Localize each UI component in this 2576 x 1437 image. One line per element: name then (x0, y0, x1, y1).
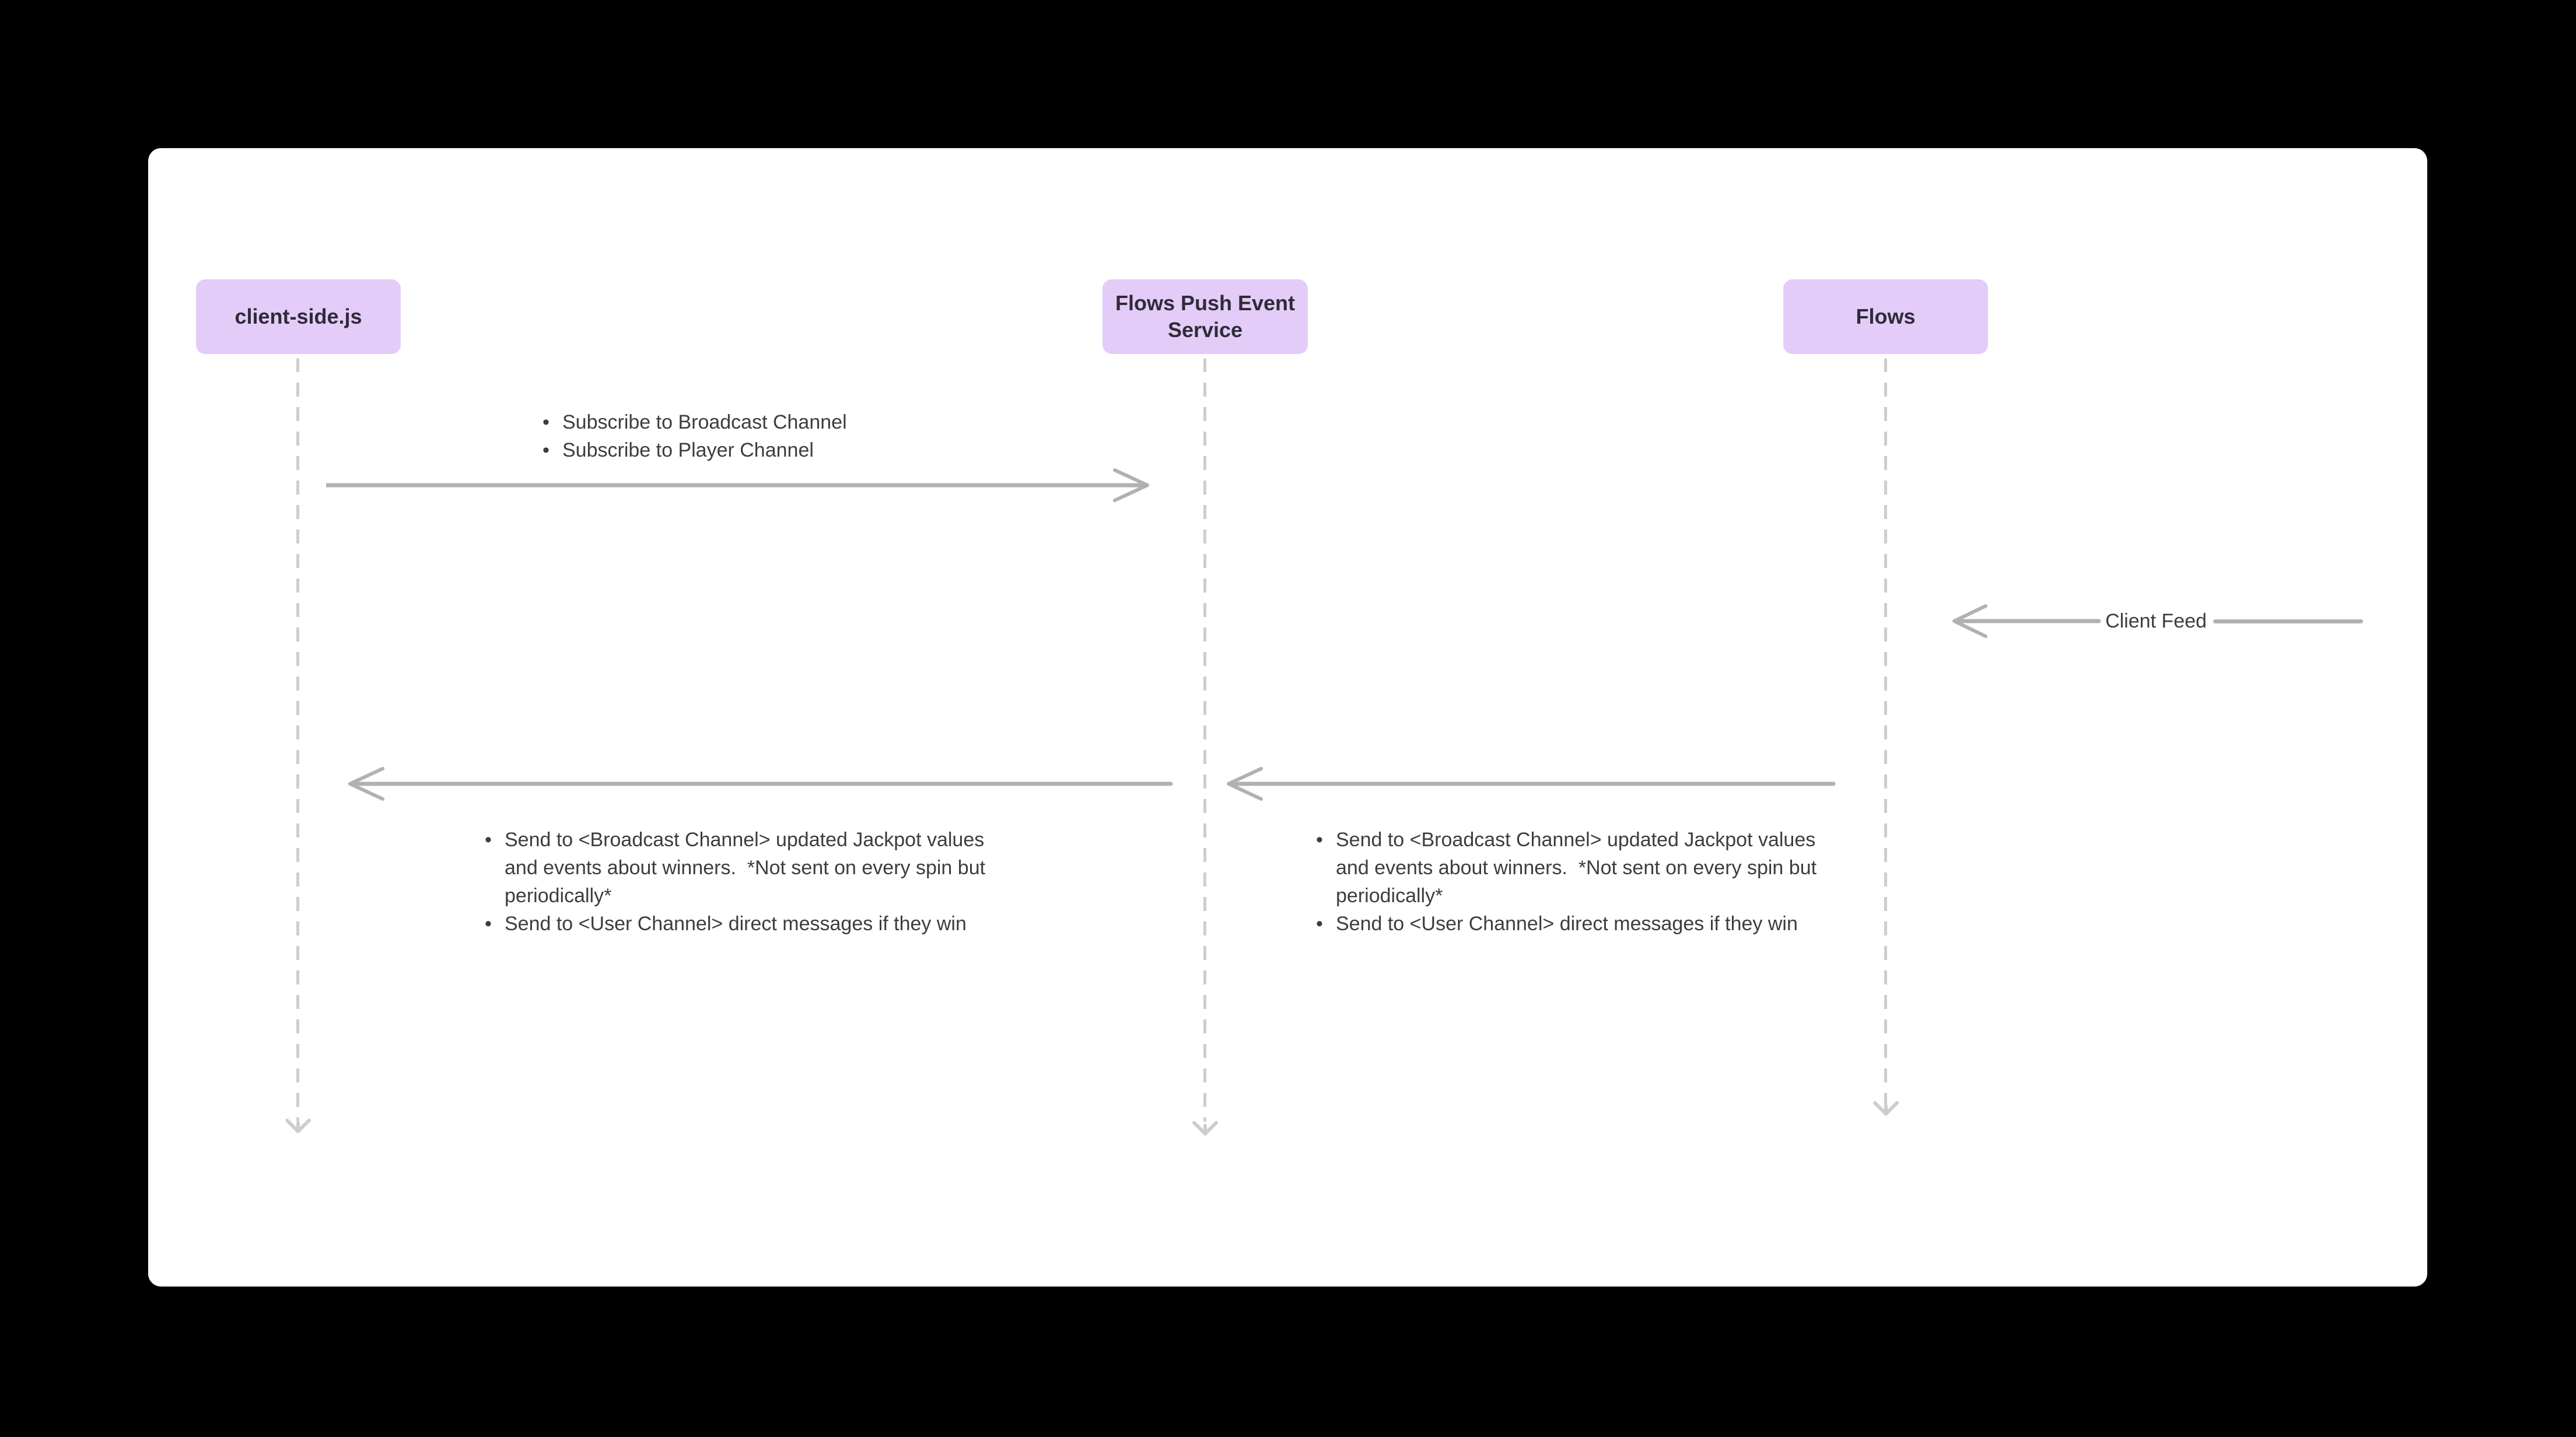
bullet-item: Send to <User Channel> direct messages i… (480, 910, 1006, 938)
arrow-left-push-to-service (1227, 767, 1836, 801)
actor-box-flows-push-event-service[interactable]: Flows Push Event Service (1102, 279, 1308, 354)
arrow-left-push-to-client (348, 767, 1173, 801)
bullet-item: Subscribe to Broadcast Channel (538, 408, 911, 436)
lifeline-flows (1884, 358, 1887, 1105)
lifeline-arrow-down-icon (1192, 1121, 1218, 1135)
bullet-item: Subscribe to Player Channel (538, 436, 911, 464)
actor-label: Flows Push Event Service (1115, 291, 1296, 342)
bullet-item: Send to <Broadcast Channel> updated Jack… (480, 826, 1006, 910)
actor-label: client-side.js (235, 304, 362, 328)
subscribe-annotation: Subscribe to Broadcast Channel Subscribe… (538, 408, 911, 464)
bullet-item: Send to <Broadcast Channel> updated Jack… (1311, 826, 1838, 910)
lifeline-arrow-down-icon (1873, 1101, 1899, 1116)
client-feed-line (2213, 619, 2363, 623)
arrow-left-client-feed (1952, 604, 2101, 638)
client-feed-label: Client Feed (2105, 610, 2207, 632)
lifeline-client-side-js (296, 358, 299, 1122)
lifeline-flows-push-event-service (1203, 358, 1206, 1122)
arrow-right-subscribe (326, 468, 1149, 502)
actor-box-client-side-js[interactable]: client-side.js (196, 279, 401, 354)
push-to-client-annotation: Send to <Broadcast Channel> updated Jack… (480, 826, 1006, 938)
push-to-service-annotation: Send to <Broadcast Channel> updated Jack… (1311, 826, 1838, 938)
bullet-item: Send to <User Channel> direct messages i… (1311, 910, 1838, 938)
lifeline-arrow-down-icon (285, 1119, 311, 1133)
actor-label: Flows (1856, 304, 1916, 328)
actor-box-flows[interactable]: Flows (1783, 279, 1988, 354)
diagram-canvas: client-side.js Flows Push Event Service … (148, 148, 2427, 1287)
